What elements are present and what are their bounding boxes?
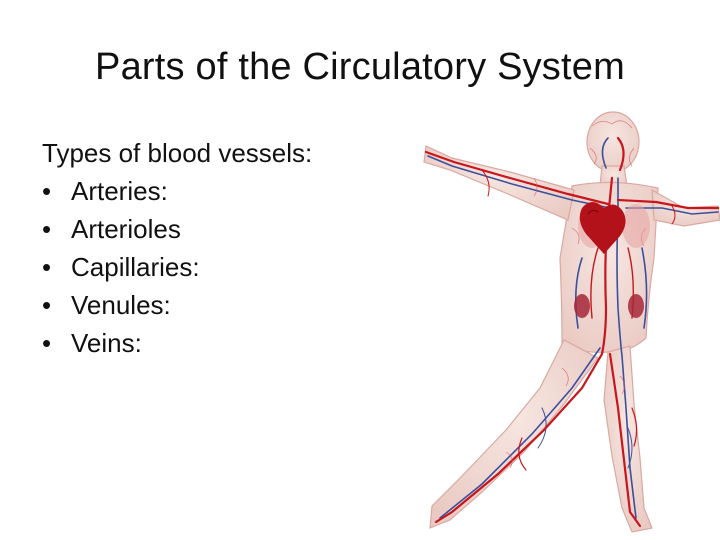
capillary-detail bbox=[505, 120, 647, 469]
list-item-arteries: Arteries: bbox=[42, 172, 422, 210]
list-item-venules: Venules: bbox=[42, 286, 422, 324]
list-item-capillaries: Capillaries: bbox=[42, 248, 422, 286]
list-item-veins: Veins: bbox=[42, 324, 422, 362]
kidneys bbox=[574, 294, 644, 318]
vessel-list: Arteries: Arterioles Capillaries: Venule… bbox=[42, 172, 422, 362]
vessel-types-heading: Types of blood vessels: bbox=[42, 138, 313, 168]
heart-icon bbox=[579, 202, 626, 254]
circulatory-system-illustration bbox=[423, 111, 720, 533]
circulatory-system-image bbox=[422, 108, 720, 540]
slide-title: Parts of the Circulatory System bbox=[95, 46, 625, 88]
body-silhouette bbox=[423, 111, 720, 533]
list-item-arterioles: Arterioles bbox=[42, 210, 422, 248]
slide-body: Types of blood vessels: Arteries: Arteri… bbox=[42, 134, 422, 362]
